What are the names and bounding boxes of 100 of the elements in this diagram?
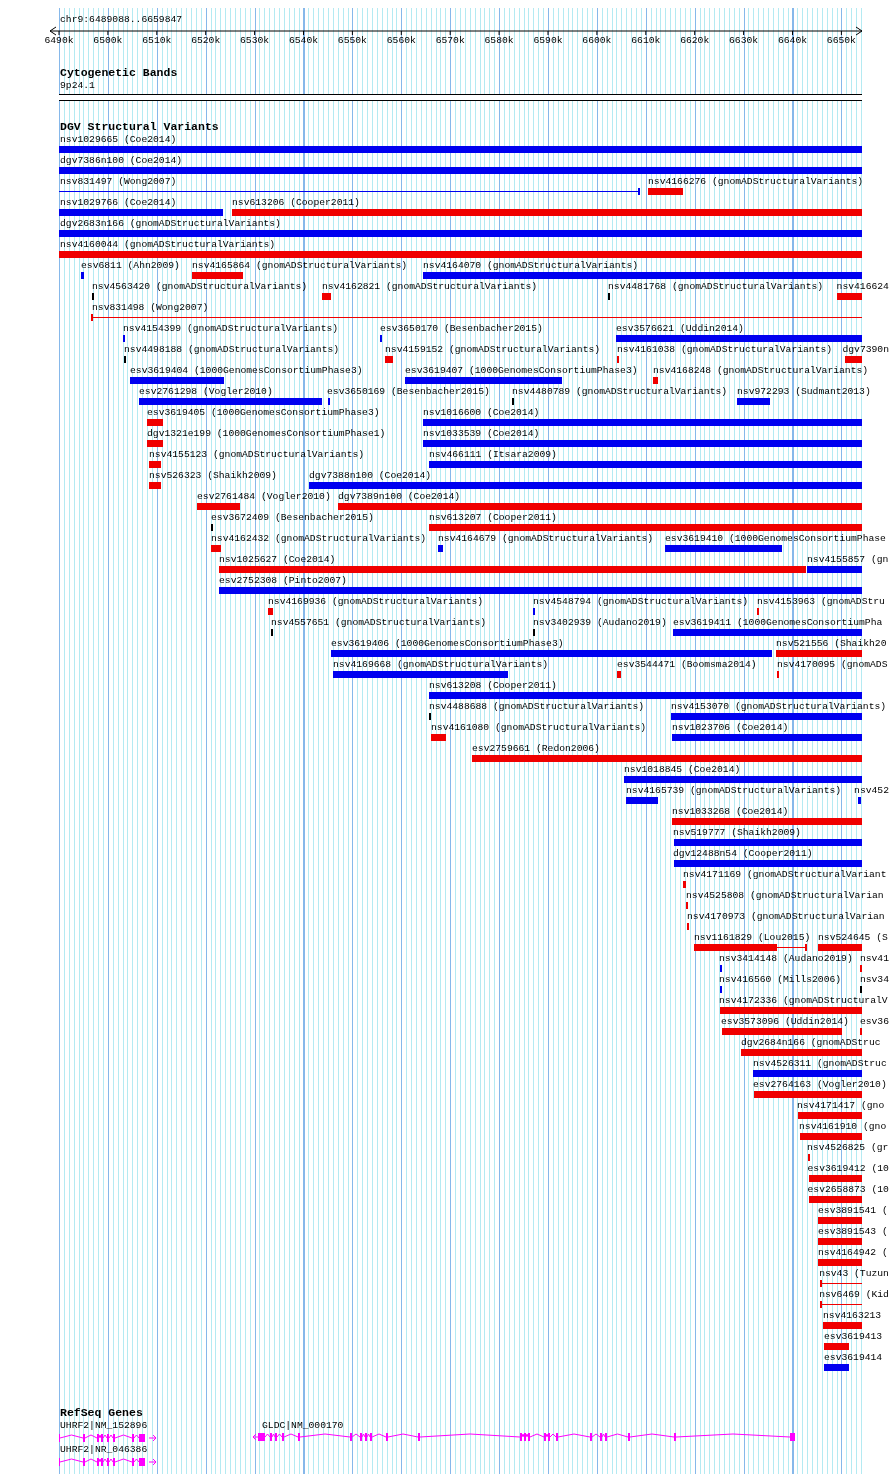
variant-label: nsv4526825 (gr bbox=[807, 1142, 889, 1153]
variant-label: nsv4164070 (gnomADStructuralVariants) bbox=[423, 260, 639, 271]
variant-label: nsv4162821 (gnomADStructuralVariants) bbox=[322, 281, 538, 292]
variant-label: nsv4153963 (gnomADStru bbox=[757, 596, 885, 607]
variant-label: esv3544471 (Boomsma2014) bbox=[617, 659, 757, 670]
variant-label: nsv1016600 (Coe2014) bbox=[423, 407, 540, 418]
variant-label: nsv4163213 bbox=[823, 1310, 882, 1321]
variant-label: esv3619414 bbox=[824, 1352, 883, 1363]
variant-label: nsv4155123 (gnomADStructuralVariants) bbox=[149, 449, 365, 460]
variant-label: nsv4165739 (gnomADStructuralVariants) bbox=[626, 785, 842, 796]
variant-label: nsv4172336 (gnomADStructuralV bbox=[719, 995, 888, 1006]
tick-label: 6500k bbox=[93, 35, 123, 46]
variant-label: nsv4164942 ( bbox=[818, 1247, 888, 1258]
variant-label: nsv4480789 (gnomADStructuralVariants) bbox=[512, 386, 728, 397]
variant-label: nsv4498188 (gnomADStructuralVariants) bbox=[124, 344, 340, 355]
variant-label: nsv972293 (Sudmant2013) bbox=[737, 386, 871, 397]
tick-label: 6590k bbox=[533, 35, 563, 46]
variant-label: nsv43 (Tuzun bbox=[819, 1268, 889, 1279]
variant-label: esv3619407 (1000GenomesConsortiumPhase3) bbox=[405, 365, 638, 376]
variant-label: nsv4153070 (gnomADStructuralVariants) bbox=[671, 701, 887, 712]
gene-label: UHRF2|NM_152896 bbox=[60, 1420, 148, 1431]
variant-label: esv6811 (Ahn2009) bbox=[81, 260, 180, 271]
variant-label: nsv1033268 (Coe2014) bbox=[672, 806, 789, 817]
variant-label: esv2764163 (Vogler2010) bbox=[753, 1079, 887, 1090]
variant-label: nsv526323 (Shaikh2009) bbox=[149, 470, 277, 481]
variant-label: esv3619406 (1000GenomesConsortiumPhase3) bbox=[331, 638, 564, 649]
track-heading: RefSeq Genes bbox=[60, 1407, 143, 1418]
variant-label: esv3672409 (Besenbacher2015) bbox=[211, 512, 374, 523]
tick-label: 6490k bbox=[44, 35, 74, 46]
variant-label: nsv4165864 (gnomADStructuralVariants) bbox=[192, 260, 408, 271]
variant-label: nsv4161080 (gnomADStructuralVariants) bbox=[431, 722, 647, 733]
variant-label: nsv4563420 (gnomADStructuralVariants) bbox=[92, 281, 308, 292]
variant-label: nsv4481768 (gnomADStructuralVariants) bbox=[608, 281, 824, 292]
variant-label: nsv4160044 (gnomADStructuralVariants) bbox=[60, 239, 276, 250]
variant-label: nsv4525808 (gnomADStructuralVarian bbox=[686, 890, 884, 901]
variant-label: nsv3402939 (Audano2019) bbox=[533, 617, 667, 628]
variant-label: esv2658873 (10 bbox=[807, 1184, 889, 1195]
variant-label: esv3891543 ( bbox=[818, 1226, 888, 1237]
variant-label: nsv4161910 (gno bbox=[799, 1121, 887, 1132]
variant-label: nsv1023706 (Coe2014) bbox=[672, 722, 789, 733]
variant-label: esv3891541 ( bbox=[818, 1205, 888, 1216]
variant-label: esv36 bbox=[859, 1016, 889, 1027]
variant-label: nsv613206 (Cooper2011) bbox=[232, 197, 360, 208]
tick-label: 6570k bbox=[435, 35, 465, 46]
variant-label: nsv4162432 (gnomADStructuralVariants) bbox=[211, 533, 427, 544]
variant-label: esv2759661 (Redon2006) bbox=[472, 743, 600, 754]
variant-label: dgv7386n100 (Coe2014) bbox=[60, 155, 183, 166]
variant-label: dgv2683n166 (gnomADStructuralVariants) bbox=[60, 218, 281, 229]
variant-label: nsv613208 (Cooper2011) bbox=[429, 680, 557, 691]
variant-label: nsv466111 (Itsara2009) bbox=[429, 449, 557, 460]
track-heading: Cytogenetic Bands bbox=[60, 67, 178, 78]
variant-label: nsv4170973 (gnomADStructuralVarian bbox=[687, 911, 885, 922]
variant-label: nsv524645 (S bbox=[818, 932, 888, 943]
variant-label: nsv34 bbox=[859, 974, 889, 985]
variant-label: nsv4168248 (gnomADStructuralVariants) bbox=[653, 365, 869, 376]
variant-label: nsv4548794 (gnomADStructuralVariants) bbox=[533, 596, 749, 607]
variant-label: dgv7389n100 (Coe2014) bbox=[338, 491, 461, 502]
tick-label: 6550k bbox=[337, 35, 367, 46]
variant-label: nsv4155857 (gn bbox=[807, 554, 889, 565]
tick-label: 6650k bbox=[826, 35, 856, 46]
variant-label: esv3619413 bbox=[824, 1331, 883, 1342]
variant-label: nsv4557651 (gnomADStructuralVariants) bbox=[271, 617, 487, 628]
variant-label: esv2761484 (Vogler2010) bbox=[197, 491, 331, 502]
variant-label: esv3576621 (Uddin2014) bbox=[616, 323, 744, 334]
tick-label: 6580k bbox=[484, 35, 514, 46]
tick-label: 6510k bbox=[142, 35, 172, 46]
band-label: 9p24.1 bbox=[60, 80, 95, 91]
variant-label: nsv613207 (Cooper2011) bbox=[429, 512, 557, 523]
tick-label: 6540k bbox=[288, 35, 318, 46]
variant-label: esv3619412 (10 bbox=[807, 1163, 889, 1174]
variant-label: nsv519777 (Shaikh2009) bbox=[673, 827, 801, 838]
variant-label: dgv12488n54 (Cooper2011) bbox=[673, 848, 813, 859]
variant-label: nsv1018845 (Coe2014) bbox=[624, 764, 741, 775]
variant-label: esv3650170 (Besenbacher2015) bbox=[380, 323, 543, 334]
variant-label: esv2752308 (Pinto2007) bbox=[219, 575, 347, 586]
variant-label: esv3619404 (1000GenomesConsortiumPhase3) bbox=[130, 365, 363, 376]
variant-label: nsv521556 (Shaikh20 bbox=[776, 638, 887, 649]
variant-label: esv3619410 (1000GenomesConsortiumPhase bbox=[665, 533, 886, 544]
tick-label: 6520k bbox=[191, 35, 221, 46]
variant-label: esv3619411 (1000GenomesConsortiumPha bbox=[673, 617, 883, 628]
variant-label: nsv4159152 (gnomADStructuralVariants) bbox=[385, 344, 601, 355]
variant-label: nsv1029665 (Coe2014) bbox=[60, 134, 177, 145]
tick-label: 6530k bbox=[240, 35, 270, 46]
variant-label: nsv4171417 (gno bbox=[797, 1100, 885, 1111]
variant-label: nsv4169668 (gnomADStructuralVariants) bbox=[333, 659, 549, 670]
variant-label: nsv1029766 (Coe2014) bbox=[60, 197, 177, 208]
variant-label: nsv416560 (Mills2006) bbox=[719, 974, 842, 985]
variant-label: nsv4166276 (gnomADStructuralVariants) bbox=[648, 176, 864, 187]
locus-label: chr9:6489088..6659847 bbox=[60, 14, 183, 25]
variant-label: nsv4154399 (gnomADStructuralVariants) bbox=[123, 323, 339, 334]
variant-label: esv3573096 (Uddin2014) bbox=[721, 1016, 849, 1027]
variant-label: nsv4161038 (gnomADStructuralVariants) bbox=[617, 344, 833, 355]
variant-label: dgv7388n100 (Coe2014) bbox=[309, 470, 432, 481]
variant-label: esv3619405 (1000GenomesConsortiumPhase3) bbox=[147, 407, 380, 418]
variant-label: esv2761298 (Vogler2010) bbox=[139, 386, 273, 397]
variant-label: nsv831497 (Wong2007) bbox=[60, 176, 177, 187]
variant-label: nsv452 bbox=[854, 785, 889, 796]
tick-label: 6560k bbox=[386, 35, 416, 46]
tick-label: 6610k bbox=[631, 35, 661, 46]
variant-label: nsv831498 (Wong2007) bbox=[92, 302, 209, 313]
